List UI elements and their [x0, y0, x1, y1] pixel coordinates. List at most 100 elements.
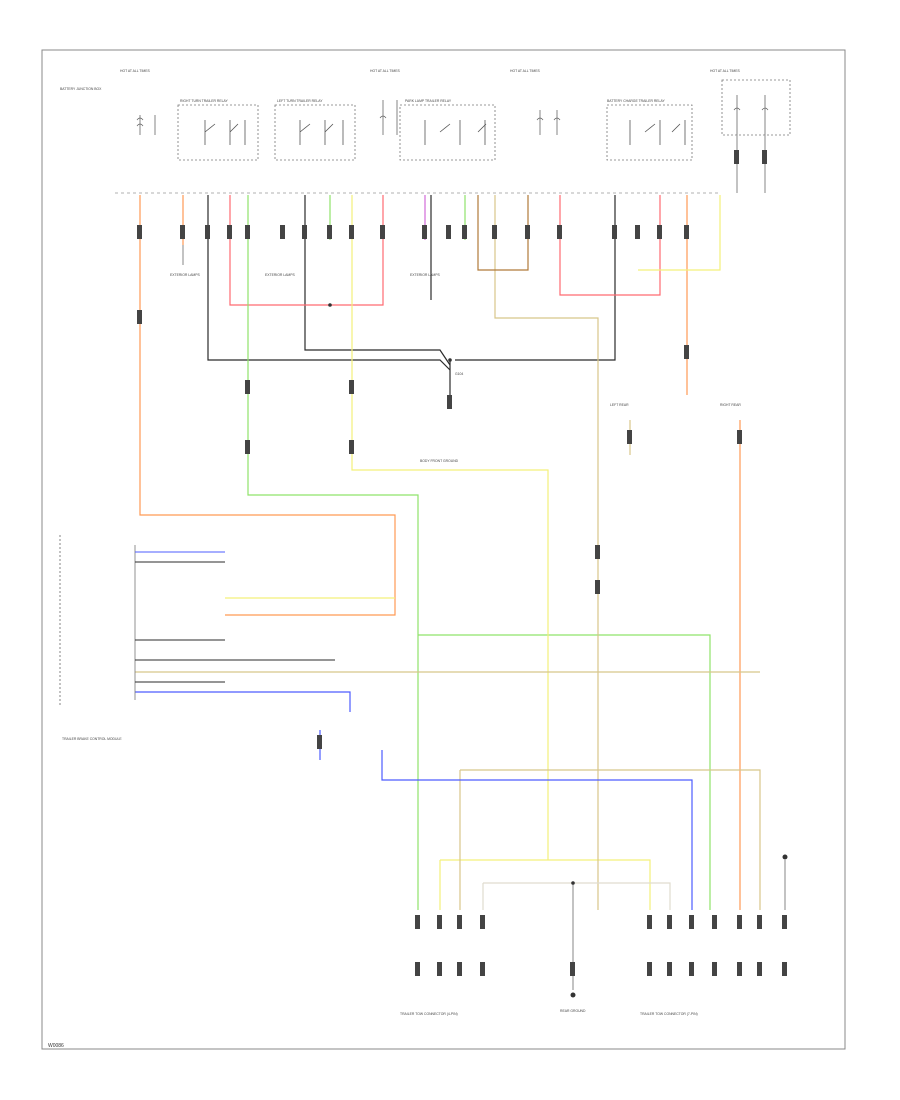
pin	[327, 225, 332, 239]
pin	[480, 962, 485, 976]
pin	[757, 915, 762, 929]
label-hot-4: HOT AT ALL TIMES	[710, 69, 741, 73]
pin	[227, 225, 232, 239]
splice-points	[328, 303, 788, 998]
wire-blue-2	[381, 750, 693, 910]
pin	[446, 225, 451, 239]
pin	[647, 962, 652, 976]
wire-tan-1	[494, 195, 599, 910]
pin	[280, 225, 285, 239]
pin	[557, 225, 562, 239]
label-battery-charge-relay: BATTERY CHARGE TRAILER RELAY	[607, 99, 665, 103]
fuse-box-right	[721, 79, 791, 136]
pin	[205, 225, 210, 239]
pin	[380, 225, 385, 239]
label-tow-module: TRAILER BRAKE CONTROL MODULE	[62, 737, 122, 741]
relay-box-left-turn	[274, 104, 356, 161]
label-hot-2: HOT AT ALL TIMES	[370, 69, 401, 73]
wire-yellow-1	[351, 195, 549, 860]
pin	[349, 380, 354, 394]
pin	[245, 380, 250, 394]
pin	[180, 225, 185, 239]
pin	[689, 962, 694, 976]
pin	[317, 735, 322, 749]
label-left-turn-relay: LEFT TURN TRAILER RELAY	[277, 99, 323, 103]
relay-boxes	[177, 104, 693, 161]
pin	[734, 150, 739, 164]
pin	[595, 580, 600, 594]
label-ground: G104	[455, 372, 463, 376]
pin	[627, 430, 632, 444]
pin	[415, 915, 420, 929]
wire-red-1	[229, 195, 384, 306]
pin	[245, 440, 250, 454]
label-exterior-lamps-3: EXTERIOR LAMPS	[410, 273, 441, 277]
pin	[349, 440, 354, 454]
wire-green-1	[247, 195, 419, 910]
pin	[712, 962, 717, 976]
labels: BATTERY JUNCTION BOX HOT AT ALL TIMES HO…	[60, 69, 741, 1016]
pin	[684, 345, 689, 359]
label-hot-1: HOT AT ALL TIMES	[120, 69, 151, 73]
wire-white-1	[483, 882, 671, 910]
diagram-frame	[41, 49, 846, 1050]
label-park-lamp-relay: PARK LAMP TRAILER RELAY	[405, 99, 452, 103]
pin	[462, 225, 467, 239]
pin	[635, 225, 640, 239]
pin	[712, 915, 717, 929]
pin	[782, 915, 787, 929]
wire-black-1	[207, 195, 451, 371]
pin	[657, 225, 662, 239]
ground-symbol	[570, 992, 576, 998]
pin	[762, 150, 767, 164]
fuse-glyphs	[136, 95, 769, 135]
label-body-front-ground: BODY FRONT GROUND	[420, 459, 459, 463]
wire-black-3	[455, 195, 616, 361]
label-rear-connector-4pin: TRAILER TOW CONNECTOR (4-PIN)	[400, 1012, 458, 1016]
wire-tan-3	[460, 769, 761, 910]
pin	[667, 962, 672, 976]
module-wires	[135, 551, 335, 683]
wire-blue-1	[135, 691, 351, 712]
wire-black-2	[304, 195, 451, 366]
pin	[667, 915, 672, 929]
pin	[447, 395, 452, 409]
pin	[415, 962, 420, 976]
splice	[328, 303, 332, 307]
label-hot-3: HOT AT ALL TIMES	[510, 69, 541, 73]
pin	[480, 915, 485, 929]
splice	[448, 358, 452, 362]
connector-pins	[137, 150, 787, 976]
relay-box-battery-charge	[606, 104, 693, 161]
pin	[647, 915, 652, 929]
pin	[689, 915, 694, 929]
label-left-rear: LEFT REAR	[610, 403, 629, 407]
splice	[571, 881, 575, 885]
wire-green-4	[418, 634, 711, 910]
pin	[737, 962, 742, 976]
pin	[612, 225, 617, 239]
label-exterior-lamps-1: EXTERIOR LAMPS	[170, 273, 201, 277]
wire-yellow-3	[638, 195, 721, 271]
label-right-rear: RIGHT REAR	[720, 403, 741, 407]
pin	[757, 962, 762, 976]
label-exterior-lamps-2: EXTERIOR LAMPS	[265, 273, 296, 277]
wire-yellow-4	[440, 859, 651, 910]
pin	[437, 915, 442, 929]
pin	[492, 225, 497, 239]
pin	[782, 962, 787, 976]
relay-box-right-turn	[177, 104, 259, 161]
wire-brown-1	[477, 195, 529, 271]
pin	[525, 225, 530, 239]
footer-code: W0086	[48, 1043, 64, 1049]
pin	[684, 225, 689, 239]
pin	[137, 310, 142, 324]
label-right-turn-relay: RIGHT TURN TRAILER RELAY	[180, 99, 229, 103]
pin	[245, 225, 250, 239]
wires	[135, 135, 786, 990]
pin	[737, 915, 742, 929]
pin	[302, 225, 307, 239]
pin	[437, 962, 442, 976]
pin	[457, 915, 462, 929]
